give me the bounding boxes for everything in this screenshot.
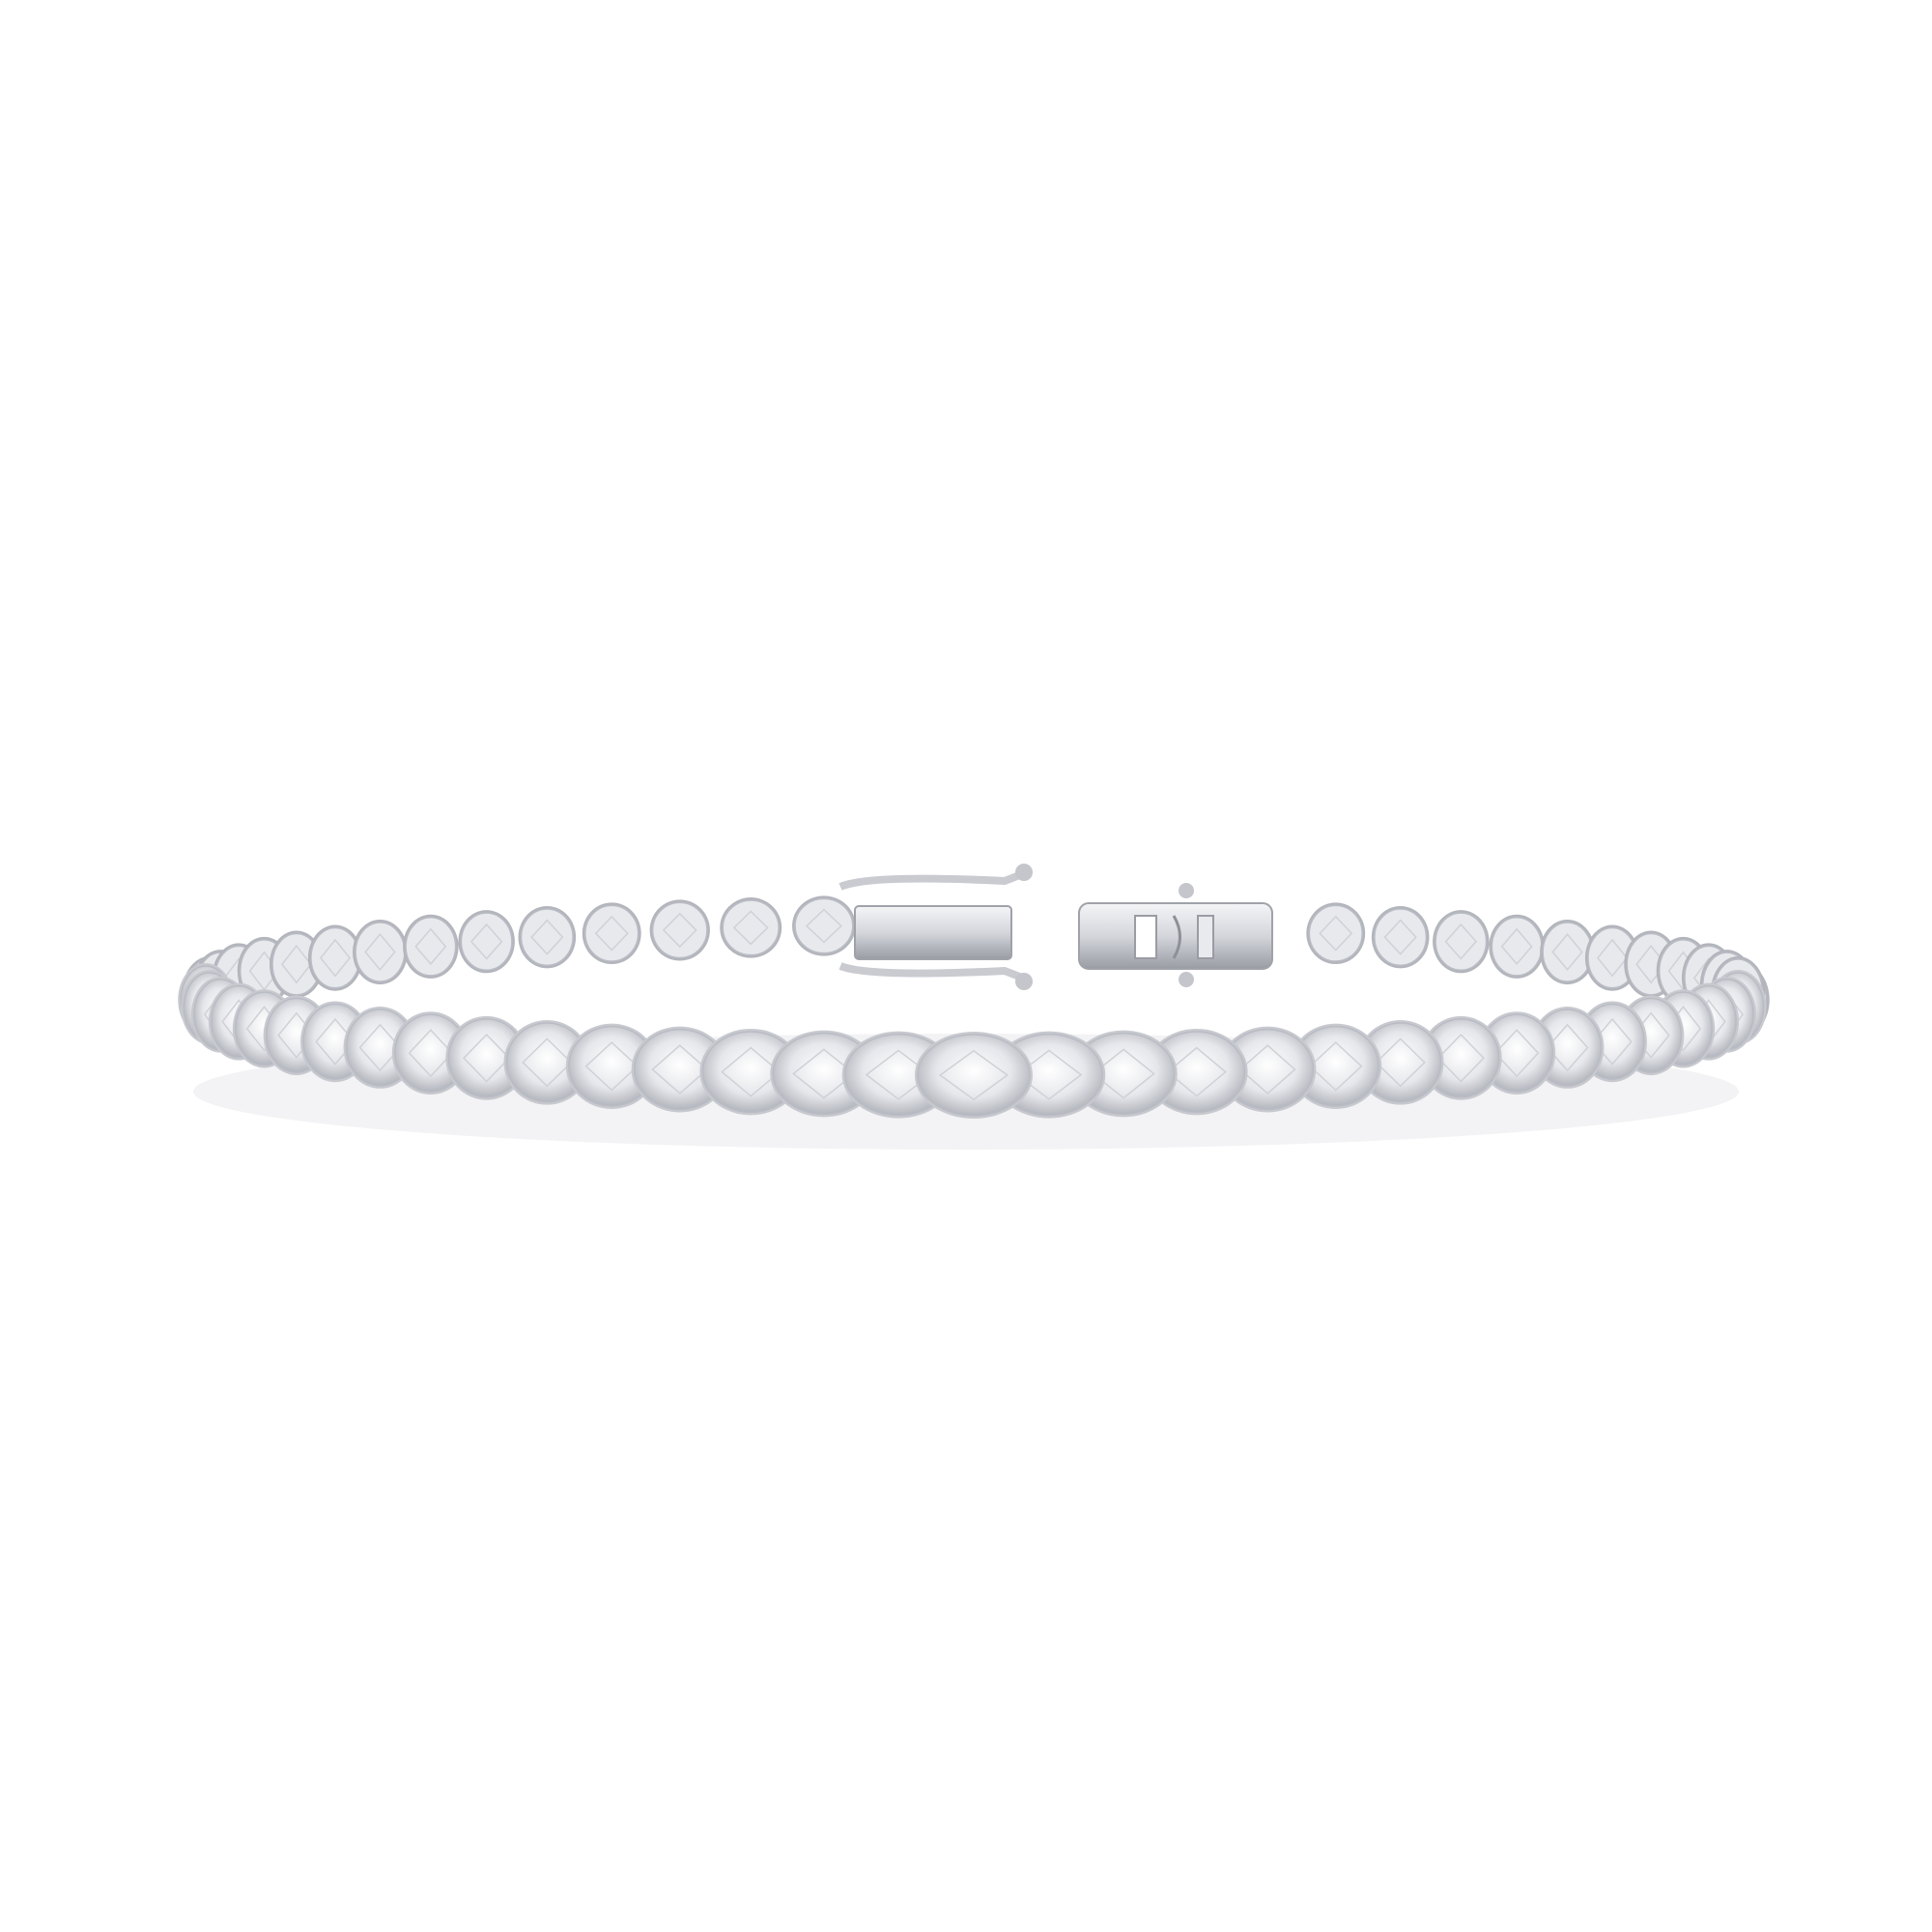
diamond-stone	[458, 910, 515, 974]
clasp-tongue	[838, 864, 1033, 990]
diamond-stone	[1489, 914, 1545, 979]
diamond-stone	[565, 1023, 658, 1109]
diamond-stone	[307, 924, 363, 991]
diamond-stone	[720, 897, 782, 958]
diamond-stone	[1540, 919, 1595, 985]
diamond-stone	[631, 1026, 728, 1113]
diamond-stone	[582, 902, 641, 965]
diamond-stone	[518, 905, 577, 969]
diamond-stone	[1356, 1020, 1444, 1105]
diamond-stone	[1306, 902, 1366, 965]
diamond-stone	[792, 895, 856, 956]
bracelet-front-row	[178, 963, 1767, 1119]
diamond-stone	[915, 1032, 1033, 1119]
diamond-stone	[649, 899, 710, 961]
diamond-stone	[403, 914, 459, 979]
clasp-box	[1078, 883, 1273, 987]
diamond-stone	[1371, 905, 1430, 969]
diamond-stone	[353, 919, 408, 985]
diamond-stone	[503, 1020, 591, 1105]
diamond-stone	[1433, 910, 1490, 974]
clasp	[838, 864, 1273, 990]
diamond-stone	[1219, 1026, 1317, 1113]
